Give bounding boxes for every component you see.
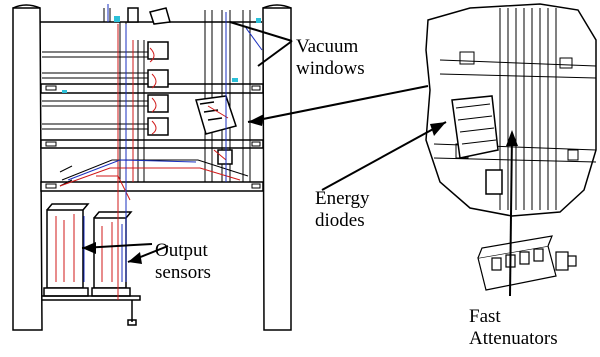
arrow-heads bbox=[82, 114, 518, 264]
output-sensors-line-1: Output bbox=[155, 240, 208, 261]
red-cabling bbox=[55, 24, 241, 300]
energy-diodes-line-1: Energy bbox=[315, 188, 370, 209]
fast-attenuators-line-1: Fast bbox=[469, 306, 501, 327]
vacuum-windows-line-1: Vacuum bbox=[296, 36, 359, 57]
attenuator-device bbox=[477, 235, 577, 291]
fast-attenuators-label: Fast Attenuators bbox=[469, 306, 558, 350]
vacuum-windows-label: Vacuum windows bbox=[296, 36, 365, 80]
cyan-markers bbox=[62, 16, 261, 93]
blue-cabling bbox=[67, 4, 263, 282]
fast-attenuators-line-2: Attenuators bbox=[469, 328, 558, 349]
callout-arrows bbox=[81, 21, 513, 297]
energy-diodes-line-2: diodes bbox=[315, 210, 365, 231]
vacuum-windows-line-2: windows bbox=[296, 58, 365, 79]
energy-diodes-label: Energy diodes bbox=[315, 188, 370, 232]
output-sensors-line-2: sensors bbox=[155, 262, 211, 283]
detail-inset bbox=[425, 3, 597, 217]
output-sensors-label: Output sensors bbox=[155, 240, 211, 284]
